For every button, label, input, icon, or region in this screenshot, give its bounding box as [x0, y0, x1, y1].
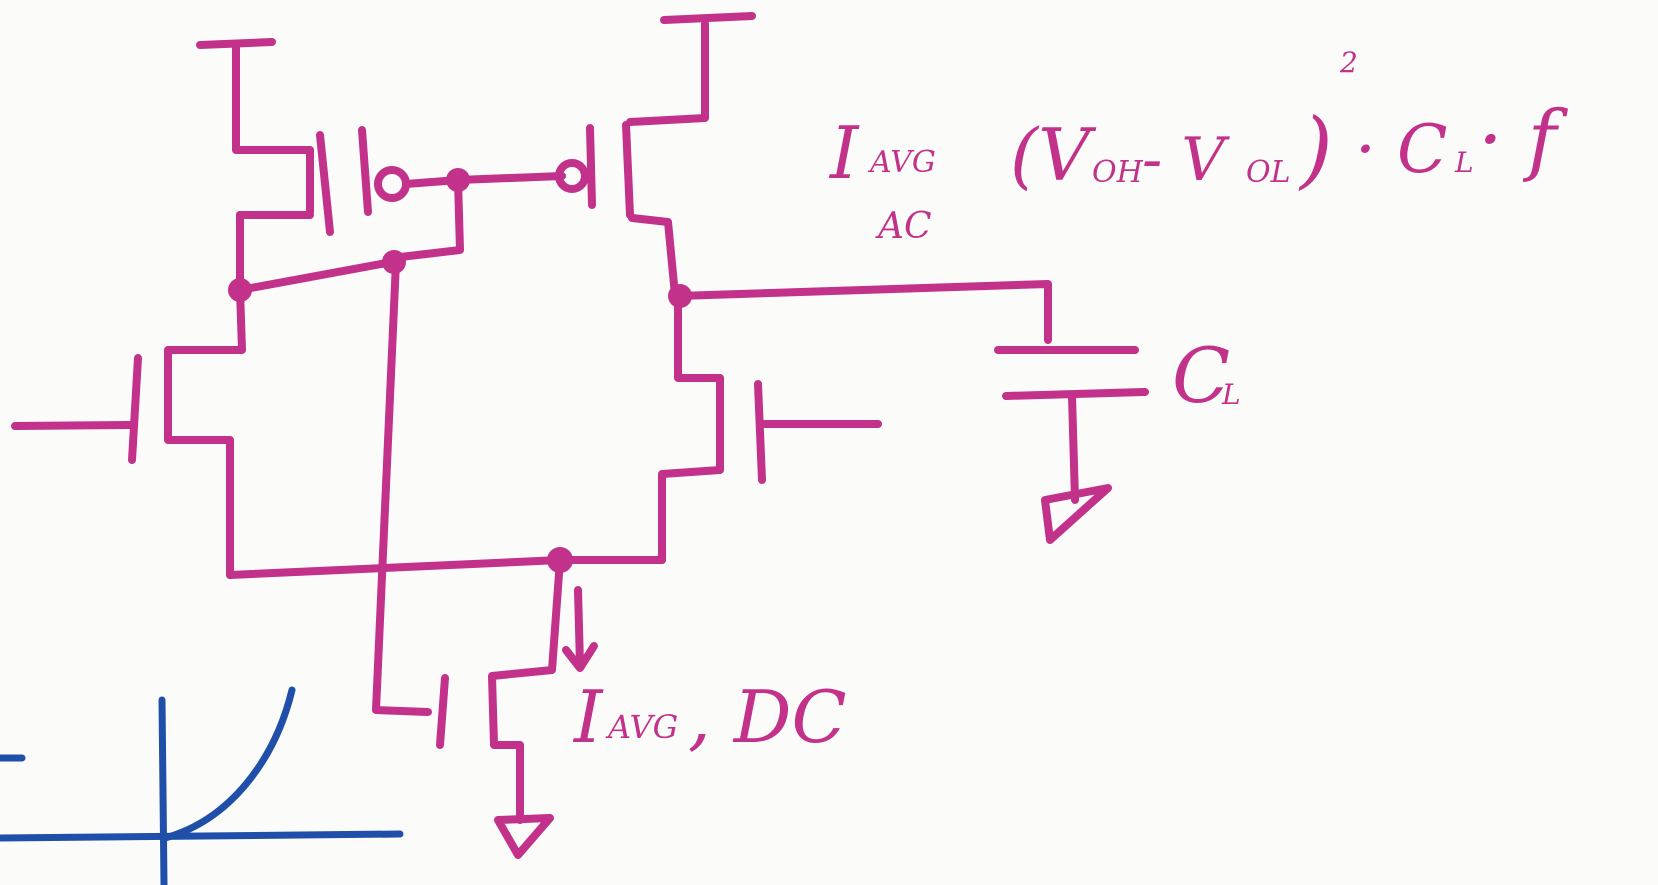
graph-curve: [161, 686, 296, 842]
tail-nmos-body: [488, 556, 564, 824]
pmos-left-channel: [316, 131, 334, 236]
left-drain-to-mirror: [236, 258, 396, 294]
pmos-right-drain: [628, 214, 679, 299]
cap-label-sub: L: [1221, 378, 1241, 411]
cap-plate-bottom: [1002, 388, 1149, 400]
formula-open-v: (V: [1010, 113, 1097, 197]
formula-sub-bottom: AC: [875, 206, 932, 247]
vdd-right-lead: [626, 20, 709, 126]
formula-sub-top: AVG: [867, 145, 936, 180]
formula-lhs: I: [828, 111, 860, 195]
formula-close-paren: ): [1298, 100, 1333, 198]
tail-current-arrow-head: [562, 642, 598, 672]
formula-cl-sub: L: [1454, 146, 1474, 179]
tail-node-wire: [226, 556, 666, 579]
dc-label-tail: , DC: [688, 675, 847, 759]
formula-f: · f: [1478, 95, 1569, 185]
formula-minus-v: - V: [1142, 125, 1230, 195]
nmos-right-body: [658, 292, 724, 564]
nmos-right-gate: [754, 380, 766, 484]
cap-lead: [1068, 392, 1079, 504]
tail-nmos-gate: [436, 674, 449, 749]
nmos-left-body: [164, 286, 246, 579]
pmos-right-bubble: [555, 159, 589, 193]
output-wire: [674, 280, 1052, 344]
cap-label-c: C: [1172, 331, 1230, 420]
graph-y-axis: [158, 696, 168, 885]
nmos-left-gate: [128, 354, 142, 464]
pmos-gate-link-right: [454, 172, 566, 184]
pmos-right-channel: [622, 121, 634, 219]
junction-left-drain: [228, 278, 252, 302]
formula-cl: · C: [1355, 111, 1447, 188]
mirror-bias-wire: [372, 258, 432, 716]
cap-label: C L: [1172, 331, 1241, 420]
cap-ground-icon: [1041, 484, 1112, 544]
formula-power: 2: [1339, 46, 1358, 79]
junction-mirror-diode: [382, 250, 406, 274]
graph-x-axis: [0, 830, 404, 842]
junction-output: [668, 284, 692, 308]
vdd-right-bar: [660, 12, 756, 24]
circuit-wiring: [11, 12, 1149, 859]
formula-voh-sub: OH: [1092, 155, 1144, 190]
dc-label-i: I: [572, 675, 604, 759]
tail-current-arrow-shaft: [574, 586, 584, 669]
pmos-left-bubble: [374, 166, 410, 202]
junction-mirror-gate: [446, 168, 470, 192]
ac-current-formula: I AVG AC (V OH - V OL ) 2 · C L · f: [828, 46, 1569, 247]
nmos-left-input: [11, 421, 134, 430]
mirror-diode-link: [388, 176, 464, 262]
tail-ground-icon: [494, 814, 554, 859]
vdd-left-lead: [232, 40, 314, 216]
junction-dots: [228, 168, 692, 573]
junction-tail: [547, 547, 573, 573]
iv-sketch-graph: [0, 686, 404, 885]
pmos-left-gate: [358, 126, 372, 216]
dc-label-sub: AVG: [605, 708, 678, 746]
formula-vol-sub: OL: [1246, 155, 1291, 190]
dc-current-label: I AVG , DC: [572, 675, 847, 759]
pmos-right-gate: [586, 124, 596, 209]
